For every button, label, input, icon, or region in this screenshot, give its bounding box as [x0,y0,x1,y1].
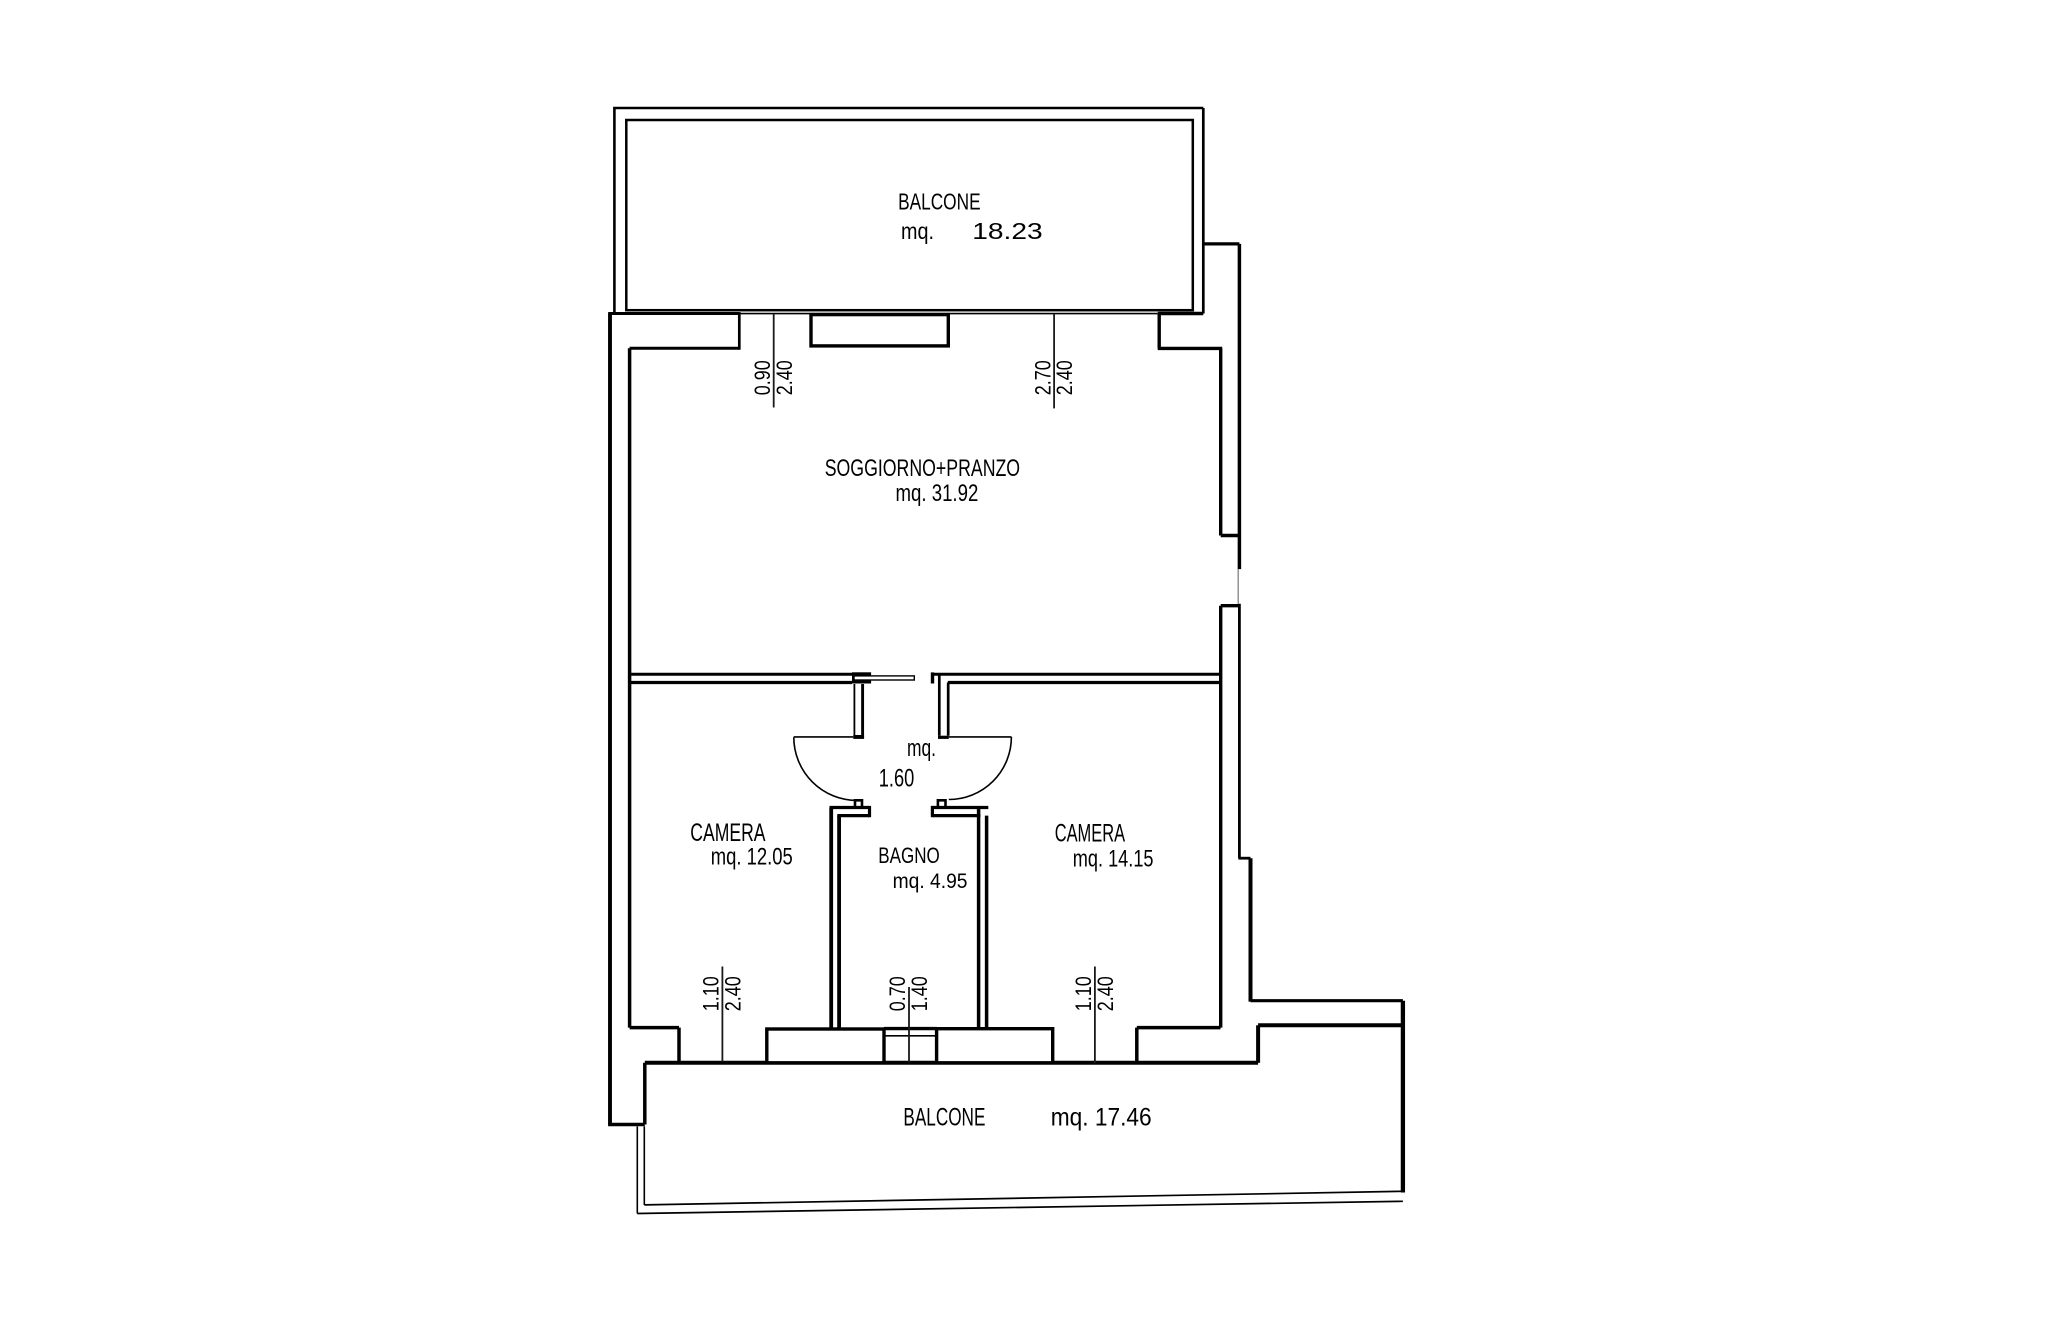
svg-text:mq.: mq. [907,735,936,762]
svg-text:CAMERA: CAMERA [690,819,765,847]
svg-text:2.40: 2.40 [721,976,746,1011]
svg-text:2.40: 2.40 [1052,360,1077,395]
svg-text:mq. 12.05: mq. 12.05 [711,844,793,871]
svg-text:BAGNO: BAGNO [878,843,940,868]
svg-text:mq.: mq. [901,218,934,244]
svg-text:1.40: 1.40 [907,976,932,1011]
svg-text:1.10: 1.10 [699,976,724,1011]
svg-text:0.90: 0.90 [750,360,775,395]
svg-text:1.60: 1.60 [879,765,915,793]
svg-text:mq. 17.46: mq. 17.46 [1051,1103,1152,1131]
svg-text:2.70: 2.70 [1030,360,1055,395]
svg-text:CAMERA: CAMERA [1055,820,1126,848]
svg-text:SOGGIORNO+PRANZO: SOGGIORNO+PRANZO [825,455,1020,482]
svg-text:2.40: 2.40 [1093,976,1118,1011]
svg-text:mq. 14.15: mq. 14.15 [1073,846,1154,873]
svg-text:mq. 4.95: mq. 4.95 [893,870,968,893]
svg-text:0.70: 0.70 [885,976,910,1011]
svg-text:2.40: 2.40 [772,360,797,395]
svg-text:mq. 31.92: mq. 31.92 [896,480,979,507]
svg-text:1.10: 1.10 [1071,976,1096,1011]
svg-text:18.23: 18.23 [972,218,1042,244]
svg-text:BALCONE: BALCONE [898,189,981,215]
svg-text:BALCONE: BALCONE [903,1103,985,1131]
